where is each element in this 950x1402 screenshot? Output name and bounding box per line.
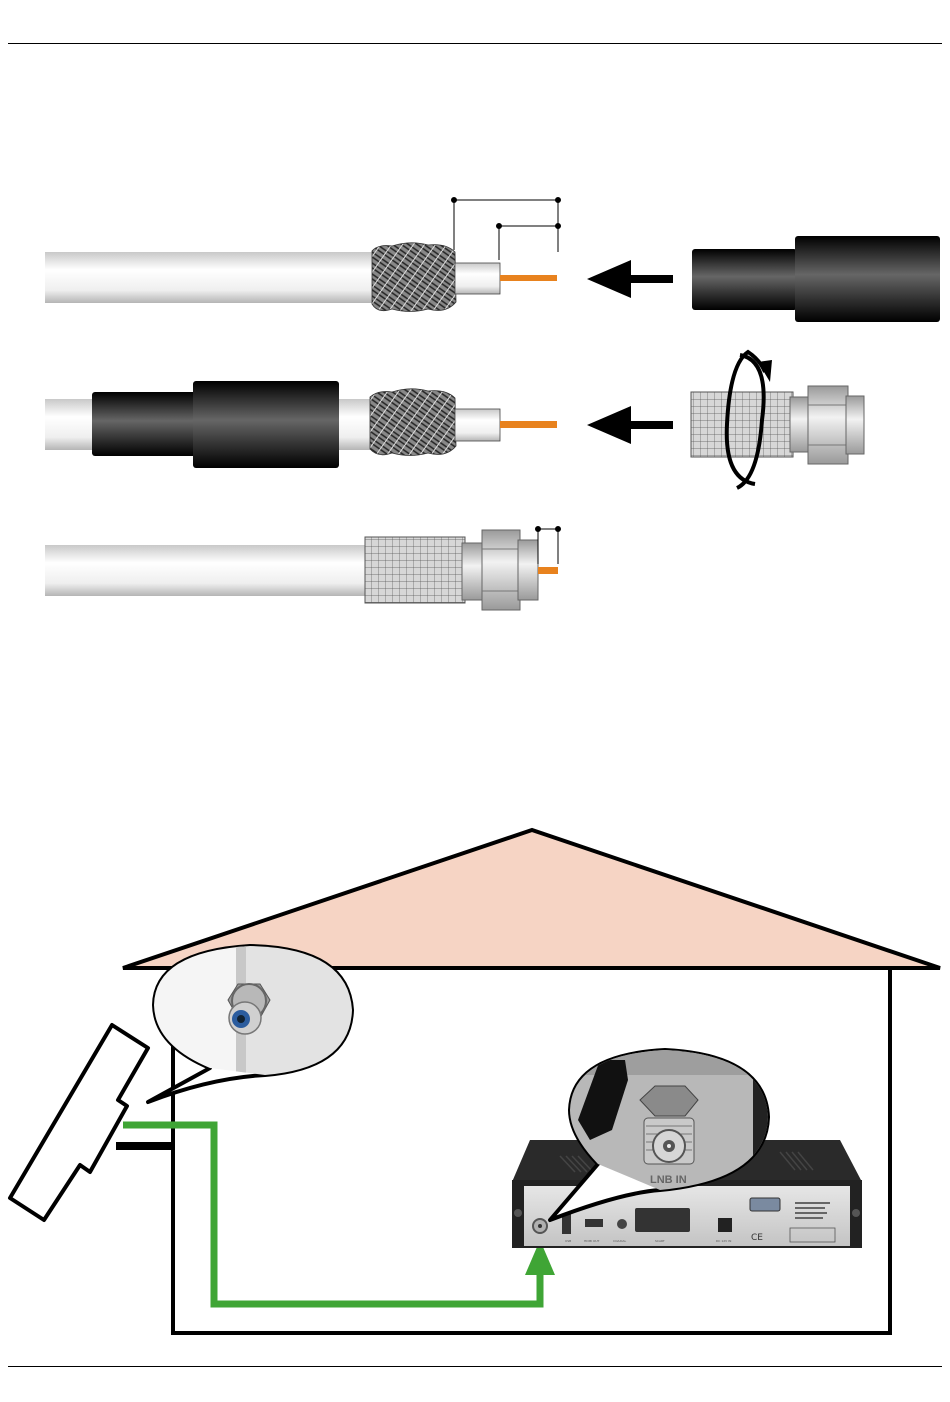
- crimp-sleeve: [692, 236, 940, 322]
- center-conductor: [538, 567, 558, 574]
- port-label-usb: USB: [565, 1239, 571, 1243]
- cable-jacket: [45, 545, 370, 596]
- dielectric: [455, 409, 500, 441]
- step-1-stripped-cable: [45, 198, 940, 323]
- dc-port: [718, 1218, 732, 1232]
- serial-port: [750, 1198, 780, 1211]
- step-2-sleeve-on-cable: [45, 352, 864, 488]
- scart-port: [635, 1208, 690, 1232]
- hdmi-port: [585, 1219, 603, 1227]
- center-conductor: [500, 421, 557, 428]
- left-arrow-icon: [587, 406, 673, 444]
- cable-jacket: [45, 252, 380, 303]
- left-arrow-icon: [587, 260, 673, 298]
- port-label-dc: DC 12V IN: [716, 1239, 731, 1243]
- braid-shield: [372, 243, 456, 312]
- step-3-assembled-connector: [45, 527, 561, 611]
- port-label-hdmi: HDMI OUT: [584, 1239, 600, 1243]
- strip-length-marks: [452, 198, 561, 261]
- lnb-in-label: LNB IN: [650, 1174, 687, 1186]
- callout-lnb-connector: [148, 940, 356, 1102]
- port-label-coaxial: COAXIAL: [613, 1239, 626, 1243]
- braid-shield: [370, 389, 456, 456]
- cable-route: [123, 1125, 555, 1304]
- house: [123, 830, 940, 1333]
- f-connector: [691, 386, 864, 464]
- center-conductor: [500, 275, 557, 281]
- port-label-scart: SCART: [655, 1239, 665, 1243]
- protrusion-marks: [536, 527, 561, 565]
- ce-mark: CE: [751, 1233, 763, 1243]
- dielectric: [455, 263, 500, 294]
- coaxial-port: [617, 1219, 627, 1229]
